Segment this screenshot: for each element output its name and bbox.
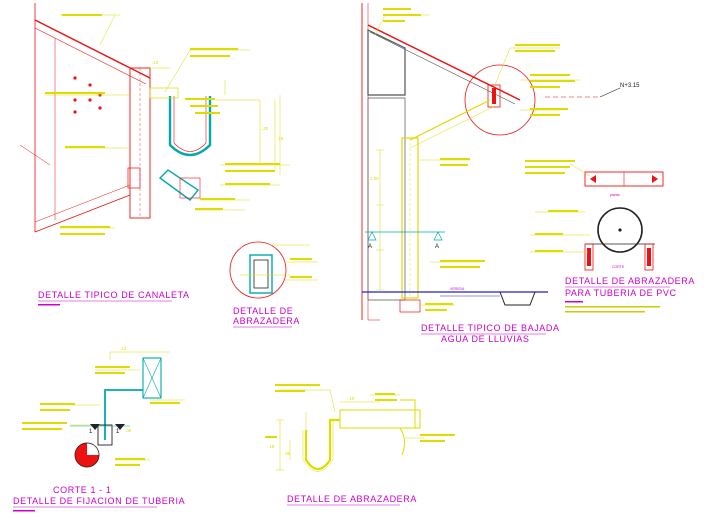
section-mark-left: A bbox=[368, 244, 372, 250]
title-pvc-2: PARA TUBERIA DE PVC bbox=[565, 288, 677, 298]
dim-label: .15 bbox=[277, 136, 284, 141]
wall-block bbox=[142, 357, 162, 399]
dim-label: .05 bbox=[284, 451, 291, 456]
j-clamp bbox=[304, 418, 340, 471]
section-mark-right: A bbox=[435, 244, 439, 250]
roof-slope-top bbox=[34, 19, 151, 79]
title-abrazadera-small-2: ABRAZADERA bbox=[233, 316, 300, 326]
roof-bottom-chord-inner bbox=[34, 184, 131, 223]
gutter-callout-circle bbox=[464, 64, 536, 136]
hatch-line bbox=[19, 144, 51, 166]
dim-label: .18 bbox=[268, 444, 275, 449]
title-corte: CORTE 1 - 1 bbox=[53, 485, 111, 495]
title-bajada-1: DETALLE TIPICO DE BAJADA bbox=[421, 323, 560, 333]
planta-label: planta bbox=[610, 193, 620, 197]
dim-label: .10 bbox=[152, 60, 159, 65]
section-number: 1 bbox=[116, 429, 120, 435]
title-bajada-2: AGUA DE LLUVIAS bbox=[441, 334, 530, 344]
fijacion-detail: .12 .08 bbox=[22, 346, 185, 468]
canaleta-notes bbox=[45, 14, 280, 235]
abrazadera-small-detail bbox=[229, 241, 318, 299]
bajada-detail: 1.00 A A VEREDA N+3.15 bbox=[361, 3, 640, 321]
detail-circle bbox=[229, 241, 287, 299]
dim-label: .12 bbox=[120, 346, 127, 351]
dim-label: .08 bbox=[125, 428, 132, 433]
title-canaleta: DETALLE TIPICO DE CANALETA bbox=[38, 290, 190, 300]
abrazadera-bottom-detail: .18 .05 .10 bbox=[265, 384, 455, 472]
level-label: N+3.15 bbox=[620, 83, 640, 89]
beam-section bbox=[339, 409, 421, 429]
gutter-section bbox=[168, 96, 212, 157]
section-number: 1 bbox=[89, 429, 93, 435]
title-abrazadera-bottom: DETALLE DE ABRAZADERA bbox=[287, 494, 417, 504]
roof-bottom-chord bbox=[34, 194, 131, 233]
downspout-elbow bbox=[158, 169, 200, 201]
pvc-pipe-section bbox=[597, 207, 643, 253]
bracket-arm bbox=[104, 389, 143, 440]
dim-label: .20 bbox=[262, 126, 269, 131]
section-markers: A A bbox=[365, 231, 445, 250]
dim-label: .10 bbox=[348, 396, 355, 401]
corte-label: CORTE bbox=[612, 265, 625, 269]
canaleta-detail: .10 .20 .15 bbox=[19, 3, 290, 235]
roof-slope bbox=[367, 24, 521, 101]
pvc-abrazadera-detail: planta CORTE bbox=[525, 160, 664, 271]
roof-slope-inner bbox=[34, 27, 147, 85]
dim-label: 1.00 bbox=[370, 176, 379, 181]
title-pvc-1: DETALLE DE ABRAZADERA bbox=[565, 276, 695, 286]
vereda-label: VEREDA bbox=[450, 287, 465, 291]
canaleta-leaders bbox=[45, 14, 290, 229]
section-1-1-marks: 1 1 bbox=[89, 424, 125, 435]
title-fijacion: DETALLE DE FIJACION DE TUBERIA bbox=[13, 496, 185, 506]
title-abrazadera-small-1: DETALLE DE bbox=[233, 306, 293, 316]
bolt-holes bbox=[73, 76, 102, 114]
bajada-notes bbox=[383, 8, 575, 311]
drawing-titles: DETALLE TIPICO DE CANALETA DETALLE DE AB… bbox=[13, 276, 695, 512]
